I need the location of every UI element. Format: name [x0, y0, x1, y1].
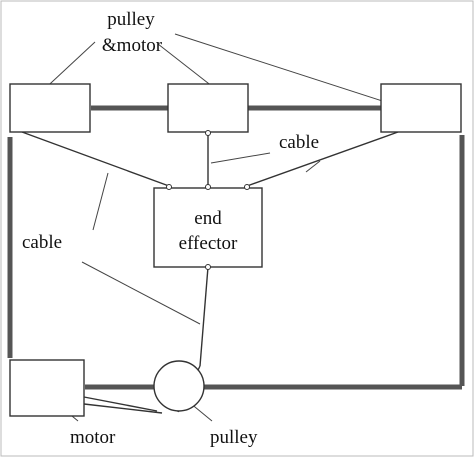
cable-right-to-effector	[246, 131, 399, 187]
label-motor: motor	[70, 427, 116, 448]
boxes	[9, 83, 462, 417]
attach-effector-middle	[205, 184, 211, 190]
attach-effector-right	[244, 184, 250, 190]
motor-box	[9, 359, 85, 417]
frame-rails	[7, 105, 465, 390]
leader-cable-left-up	[92, 172, 109, 231]
leader-pulley-motor-right	[174, 33, 405, 109]
cable-left-to-effector	[21, 131, 170, 187]
cable-effector-to-pulley	[199, 266, 209, 367]
pulley-motor-box-middle	[167, 83, 249, 133]
cable-motor-to-pulley-1	[83, 396, 158, 412]
cable-motor-to-pulley-2	[83, 403, 163, 414]
label-pulley-motor-line1: pulley	[107, 9, 155, 30]
attach-effector-bottom	[205, 264, 211, 270]
label-cable-left: cable	[22, 232, 63, 253]
label-end-effector-line1: end	[194, 208, 222, 229]
label-pulley-motor-line2: &motor	[101, 35, 163, 56]
label-cable-top: cable	[279, 132, 320, 153]
pulley-wheel	[153, 360, 205, 412]
attach-middle-box	[205, 130, 211, 136]
pulley-motor-box-left	[9, 83, 91, 133]
cables	[21, 131, 399, 414]
leader-cable-left-down	[81, 261, 201, 325]
leader-cable-top-right	[305, 160, 321, 173]
end-effector-box	[153, 187, 263, 268]
leader-cable-top-middle	[210, 152, 271, 164]
pulley-motor-box-right	[380, 83, 462, 133]
attach-effector-left	[166, 184, 172, 190]
attachment-points	[166, 130, 250, 270]
label-pulley: pulley	[210, 427, 258, 448]
label-end-effector-line2: effector	[178, 233, 238, 254]
